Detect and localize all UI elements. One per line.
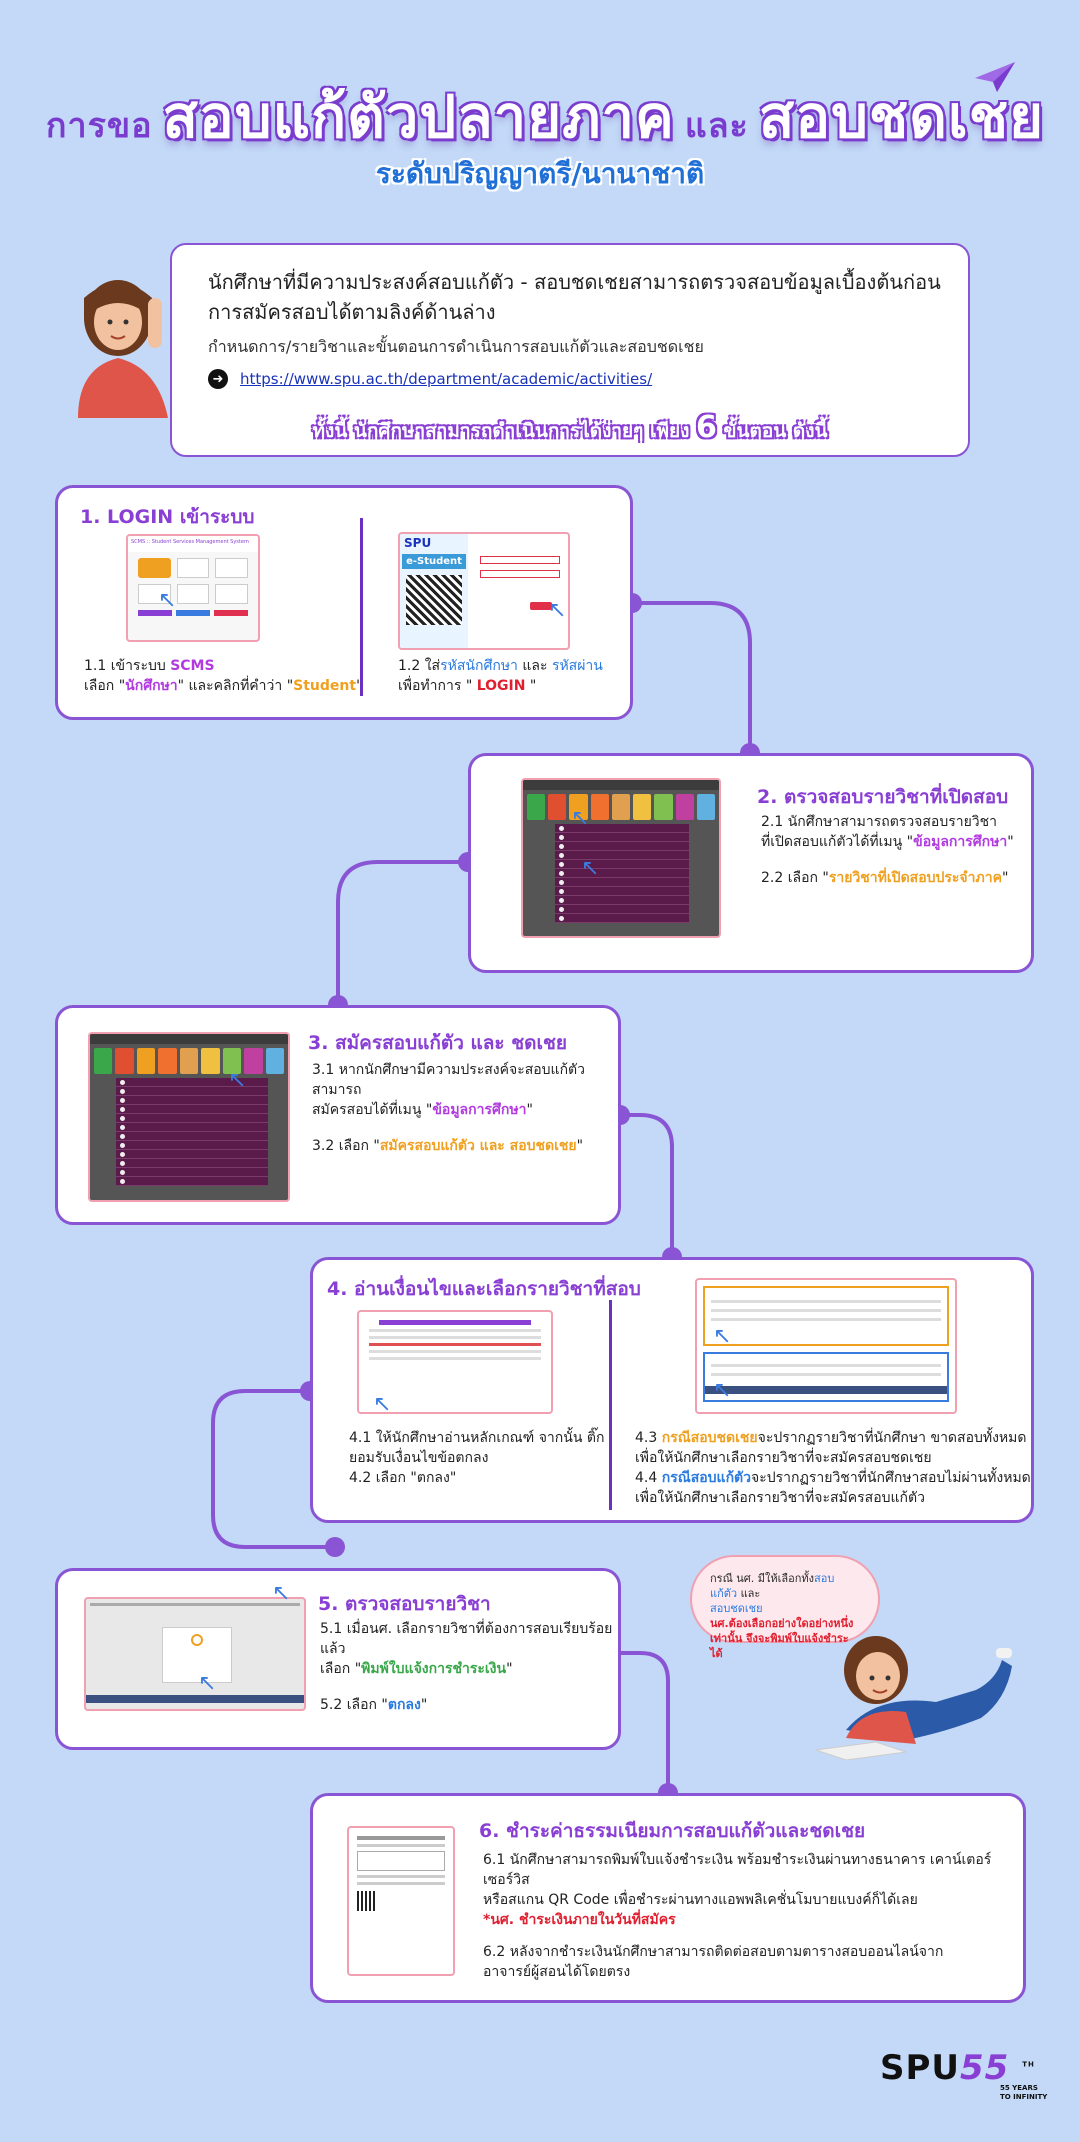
tagline-after: ขั้นตอน ดังนี้: [723, 420, 828, 442]
note-bubble: กรณี นศ. มีให้เลือกทั้งสอบแก้ตัว และ สอบ…: [690, 1555, 880, 1660]
e-student-brand: SPU: [404, 536, 432, 550]
cursor-click-icon: ↖: [713, 1378, 732, 1403]
activities-link[interactable]: https://www.spu.ac.th/department/academi…: [240, 370, 653, 388]
intro-link-row: ➜ https://www.spu.ac.th/department/acade…: [208, 369, 652, 389]
logo-tagline: 55 YEARS TO INFINITY: [1000, 2084, 1047, 2102]
logo-tm: TH: [1022, 2060, 1035, 2069]
step-2-text: 2.1 นักศึกษาสามารถตรวจสอบรายวิชา ที่เปิด…: [761, 814, 1014, 886]
step-5-title: 5. ตรวจสอบรายวิชา: [318, 1593, 491, 1615]
terms-screenshot: [357, 1310, 553, 1414]
step-4-left-text: 4.1 ให้นักศึกษาอ่านหลักเกณฑ์ จากนั้น ติ๊…: [349, 1430, 605, 1486]
cursor-click-icon: ↖: [198, 1671, 217, 1696]
step-3-text: 3.1 หากนักศึกษามีความประสงค์จะสอบแก้ตัวส…: [312, 1062, 586, 1154]
intro-card: นักศึกษาที่มีความประสงค์สอบแก้ตัว - สอบช…: [170, 243, 970, 457]
title-part-3: และ: [684, 106, 749, 146]
intro-tagline: ทั้งนี้ นักศึกษาสามารถดำเนินการได้ง่ายๆ …: [172, 410, 968, 446]
step-6-text: 6.1 นักศึกษาสามารถพิมพ์ใบแจ้งชำระเงิน พร…: [483, 1852, 992, 1980]
payment-print-screenshot: [84, 1597, 306, 1711]
paper-plane-icon: [975, 62, 1015, 92]
cursor-click-icon: ↖: [548, 598, 567, 623]
logo-number: 55: [960, 2048, 1010, 2088]
title-part-1: การขอ: [45, 106, 153, 146]
step-3-title: 3. สมัครสอบแก้ตัว และ ชดเชย: [308, 1032, 567, 1054]
tagline-before: ทั้งนี้ นักศึกษาสามารถดำเนินการได้ง่ายๆ …: [312, 420, 690, 442]
title-part-4: สอบชดเชย: [758, 83, 1045, 151]
intro-description: นักศึกษาที่มีความประสงค์สอบแก้ตัว - สอบช…: [208, 270, 941, 324]
e-student-login-screenshot: SPU e-Student: [398, 532, 570, 650]
intro-schedule-label: กำหนดการ/รายวิชาและขั้นตอนการดำเนินการสอ…: [208, 337, 704, 356]
step-2-card: ↖ ↖ 2. ตรวจสอบรายวิชาที่เปิดสอบ 2.1 นักศ…: [468, 753, 1034, 973]
title-part-2: สอบแก้ตัวปลายภาค: [162, 83, 675, 151]
reading-girl-illustration: [815, 1636, 1012, 1760]
step-1-2-text: 1.2 ใส่รหัสนักศึกษา และ รหัสผ่าน เพื่อทำ…: [398, 658, 603, 694]
step-6-card: 6. ชำระค่าธรรมเนียมการสอบแก้ตัวและชดเชย …: [310, 1793, 1026, 2003]
arrow-right-icon: ➜: [208, 369, 228, 389]
tagline-number: 6: [696, 410, 717, 445]
step-3-card: ↖ 3. สมัครสอบแก้ตัว และ ชดเชย 3.1 หากนัก…: [55, 1005, 621, 1225]
cursor-click-icon: ↖: [228, 1068, 247, 1093]
cursor-click-icon: ↖: [571, 806, 590, 831]
student-girl-illustration: [78, 280, 168, 418]
step-4-card: 4. อ่านเงื่อนไขและเลือกรายวิชาที่สอบ ↖ 4…: [310, 1257, 1034, 1523]
cursor-click-icon: ↖: [581, 856, 600, 881]
step-6-title: 6. ชำระค่าธรรมเนียมการสอบแก้ตัวและชดเชย: [479, 1820, 866, 1842]
step-5-card: ↖ ↖ 5. ตรวจสอบรายวิชา 5.1 เมื่อนศ. เลือก…: [55, 1568, 621, 1750]
step-1-1-text: 1.1 เข้าระบบ SCMS เลือก "นักศึกษา" และคล…: [84, 658, 363, 694]
step-1-card: 1. LOGIN เข้าระบบ SCMS :: Student Servic…: [55, 485, 633, 720]
page-subtitle: ระดับปริญญาตรี/นานาชาติ: [375, 157, 705, 190]
step-2-title: 2. ตรวจสอบรายวิชาที่เปิดสอบ: [757, 786, 1009, 808]
cursor-click-icon: ↖: [713, 1324, 732, 1349]
e-student-title: e-Student: [402, 554, 466, 569]
cursor-click-icon: ↖: [373, 1392, 392, 1417]
step-4-divider: [609, 1300, 612, 1510]
spu-55-logo: SPU55 TH: [880, 2048, 1035, 2088]
course-select-screenshot: [695, 1278, 957, 1414]
cursor-click-icon: ↖: [272, 1581, 291, 1606]
step-4-title: 4. อ่านเงื่อนไขและเลือกรายวิชาที่สอบ: [327, 1278, 641, 1300]
scms-screenshot: SCMS :: Student Services Management Syst…: [126, 534, 260, 642]
step-1-title: 1. LOGIN เข้าระบบ: [80, 506, 255, 528]
payment-slip-screenshot: [347, 1826, 455, 1976]
step-1-divider: [360, 518, 363, 696]
register-menu-screenshot: [88, 1032, 290, 1202]
step-5-text: 5.1 เมื่อนศ. เลือกรายวิชาที่ต้องการสอบเร…: [320, 1621, 613, 1713]
scms-header-text: SCMS :: Student Services Management Syst…: [128, 536, 258, 552]
logo-tagline-2: TO INFINITY: [1000, 2093, 1048, 2101]
logo-tagline-1: 55 YEARS: [1000, 2084, 1038, 2092]
logo-brand: SPU: [880, 2048, 961, 2088]
page-title: การขอสอบแก้ตัวปลายภาคและสอบชดเชย: [0, 70, 1080, 163]
course-menu-screenshot: [521, 778, 721, 938]
cursor-click-icon: ↖: [158, 588, 177, 613]
step-4-right-text: 4.3 กรณีสอบชดเชยจะปรากฏรายวิชาที่นักศึกษ…: [635, 1430, 1031, 1506]
